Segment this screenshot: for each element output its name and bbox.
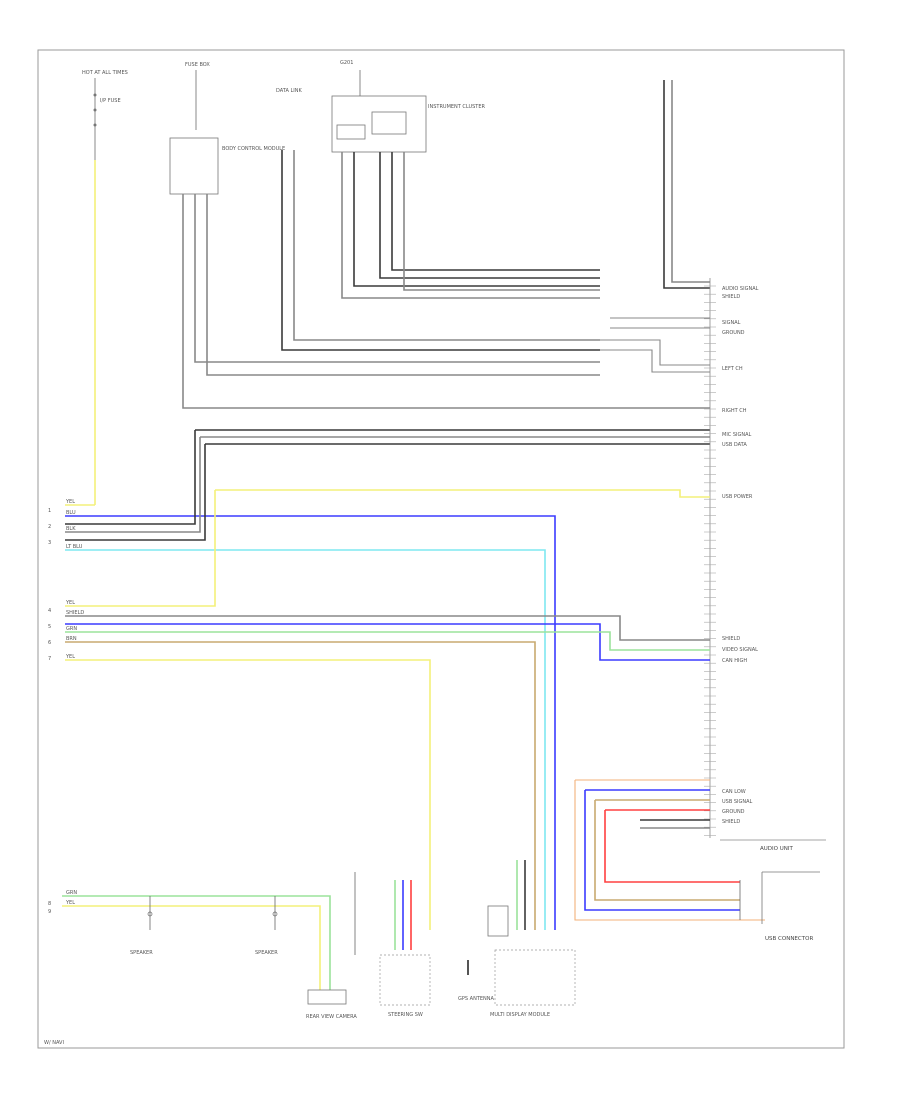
label-right-13: CAN LOW	[722, 789, 746, 795]
label-right-14: USB SIGNAL	[722, 799, 753, 805]
label-data-link: DATA LINK	[276, 88, 302, 94]
instrument-cluster: G201 INSTRUMENT CLUSTER	[331, 60, 600, 299]
label-ecu: AUDIO UNIT	[760, 846, 793, 852]
label-right-5: LEFT CH	[722, 366, 743, 372]
bcm-box	[169, 137, 219, 195]
label-speaker-left: SPEAKER	[130, 950, 153, 956]
svg-text:4: 4	[48, 608, 51, 614]
svg-text:3: 3	[48, 540, 51, 546]
diagram-frame	[37, 49, 845, 1049]
svg-text:6: 6	[48, 640, 51, 646]
svg-text:5: 5	[48, 624, 51, 630]
ecu-connector: AUDIO SIGNAL SHIELD SIGNAL GROUND LEFT C…	[704, 278, 826, 852]
wire-label-grn-2: GRN	[66, 890, 77, 896]
data-link-connector: DATA LINK	[276, 88, 600, 351]
antenna-lead	[663, 80, 710, 289]
wire-label-yel-1: YEL	[65, 499, 75, 505]
steering-switch: STEERING SW	[379, 880, 431, 1018]
label-fuse-box: FUSE BOX	[185, 62, 210, 68]
gps-antenna: GPS ANTENNA	[458, 960, 495, 1002]
ecu-input-bundle	[195, 317, 710, 445]
label-fuse-left: I/P FUSE	[100, 98, 121, 104]
svg-text:7: 7	[48, 656, 51, 662]
label-right-1: AUDIO SIGNAL	[722, 286, 759, 292]
label-gps: GPS ANTENNA	[458, 996, 495, 1002]
left-harness-upper: 1 2 3 YEL BLU BLK LT BLU	[48, 430, 710, 930]
usb-harness: USB CONNECTOR	[574, 779, 820, 942]
label-right-7: MIC SIGNAL	[722, 432, 752, 438]
label-right-8: USB DATA	[722, 442, 747, 448]
label-ground-top: G201	[340, 60, 353, 66]
label-body-control: BODY CONTROL MODULE	[222, 146, 285, 152]
steering-box	[379, 954, 431, 1006]
rear-view-camera: REAR VIEW CAMERA	[306, 989, 357, 1020]
label-hot-at-all-times: HOT AT ALL TIMES	[82, 70, 128, 76]
multi-display-box	[494, 949, 576, 1006]
wire-label-blu-1: BLU	[66, 510, 76, 516]
wire-label-blk-1: BLK	[66, 526, 76, 532]
label-right-3: SIGNAL	[722, 320, 741, 326]
power-feed-left: HOT AT ALL TIMES I/P FUSE	[82, 70, 128, 505]
wire-label-grn-1: GRN	[66, 626, 77, 632]
multi-display-module: MULTI DISPLAY MODULE	[487, 860, 576, 1018]
speaker-harness: 8 9 GRN YEL SPEAKER SPEAKER	[48, 872, 356, 990]
label-right-6: RIGHT CH	[722, 408, 747, 414]
wire-label-yel-2: YEL	[65, 600, 75, 606]
label-right-4: GROUND	[722, 330, 745, 336]
label-right-16: SHIELD	[722, 819, 740, 825]
left-harness-lower: 4 5 6 7 YEL SHIELD GRN BRN YEL	[48, 600, 710, 930]
svg-text:1: 1	[48, 508, 51, 514]
label-right-9: USB POWER	[722, 494, 753, 500]
ecu-pin-ticks	[704, 285, 716, 836]
body-control-module: FUSE BOX BODY CONTROL MODULE	[169, 62, 710, 409]
label-right-2: SHIELD	[722, 294, 740, 300]
label-right-11: VIDEO SIGNAL	[722, 647, 758, 653]
label-gauge: INSTRUMENT CLUSTER	[428, 104, 486, 110]
label-rear-view: REAR VIEW CAMERA	[306, 1014, 357, 1020]
wire-label-ltblu-1: LT BLU	[66, 544, 83, 550]
label-steering: STEERING SW	[388, 1012, 423, 1018]
label-right-12: CAN HIGH	[722, 658, 747, 664]
wire-label-yel-4: YEL	[65, 900, 75, 906]
wire-label-yel-3: YEL	[65, 654, 75, 660]
label-usb: USB CONNECTOR	[765, 936, 813, 942]
label-speaker-right: SPEAKER	[255, 950, 278, 956]
cluster-box	[331, 95, 427, 153]
svg-text:2: 2	[48, 524, 51, 530]
wire-label-shield-1: SHIELD	[66, 610, 84, 616]
label-footer: W/ NAVI	[44, 1040, 64, 1046]
label-multi: MULTI DISPLAY MODULE	[490, 1012, 550, 1018]
svg-text:8: 8	[48, 901, 51, 907]
label-right-10: SHIELD	[722, 636, 740, 642]
wire-label-brn-1: BRN	[66, 636, 77, 642]
svg-text:9: 9	[48, 909, 51, 915]
label-right-15: GROUND	[722, 809, 745, 815]
camera-box	[307, 989, 347, 1005]
